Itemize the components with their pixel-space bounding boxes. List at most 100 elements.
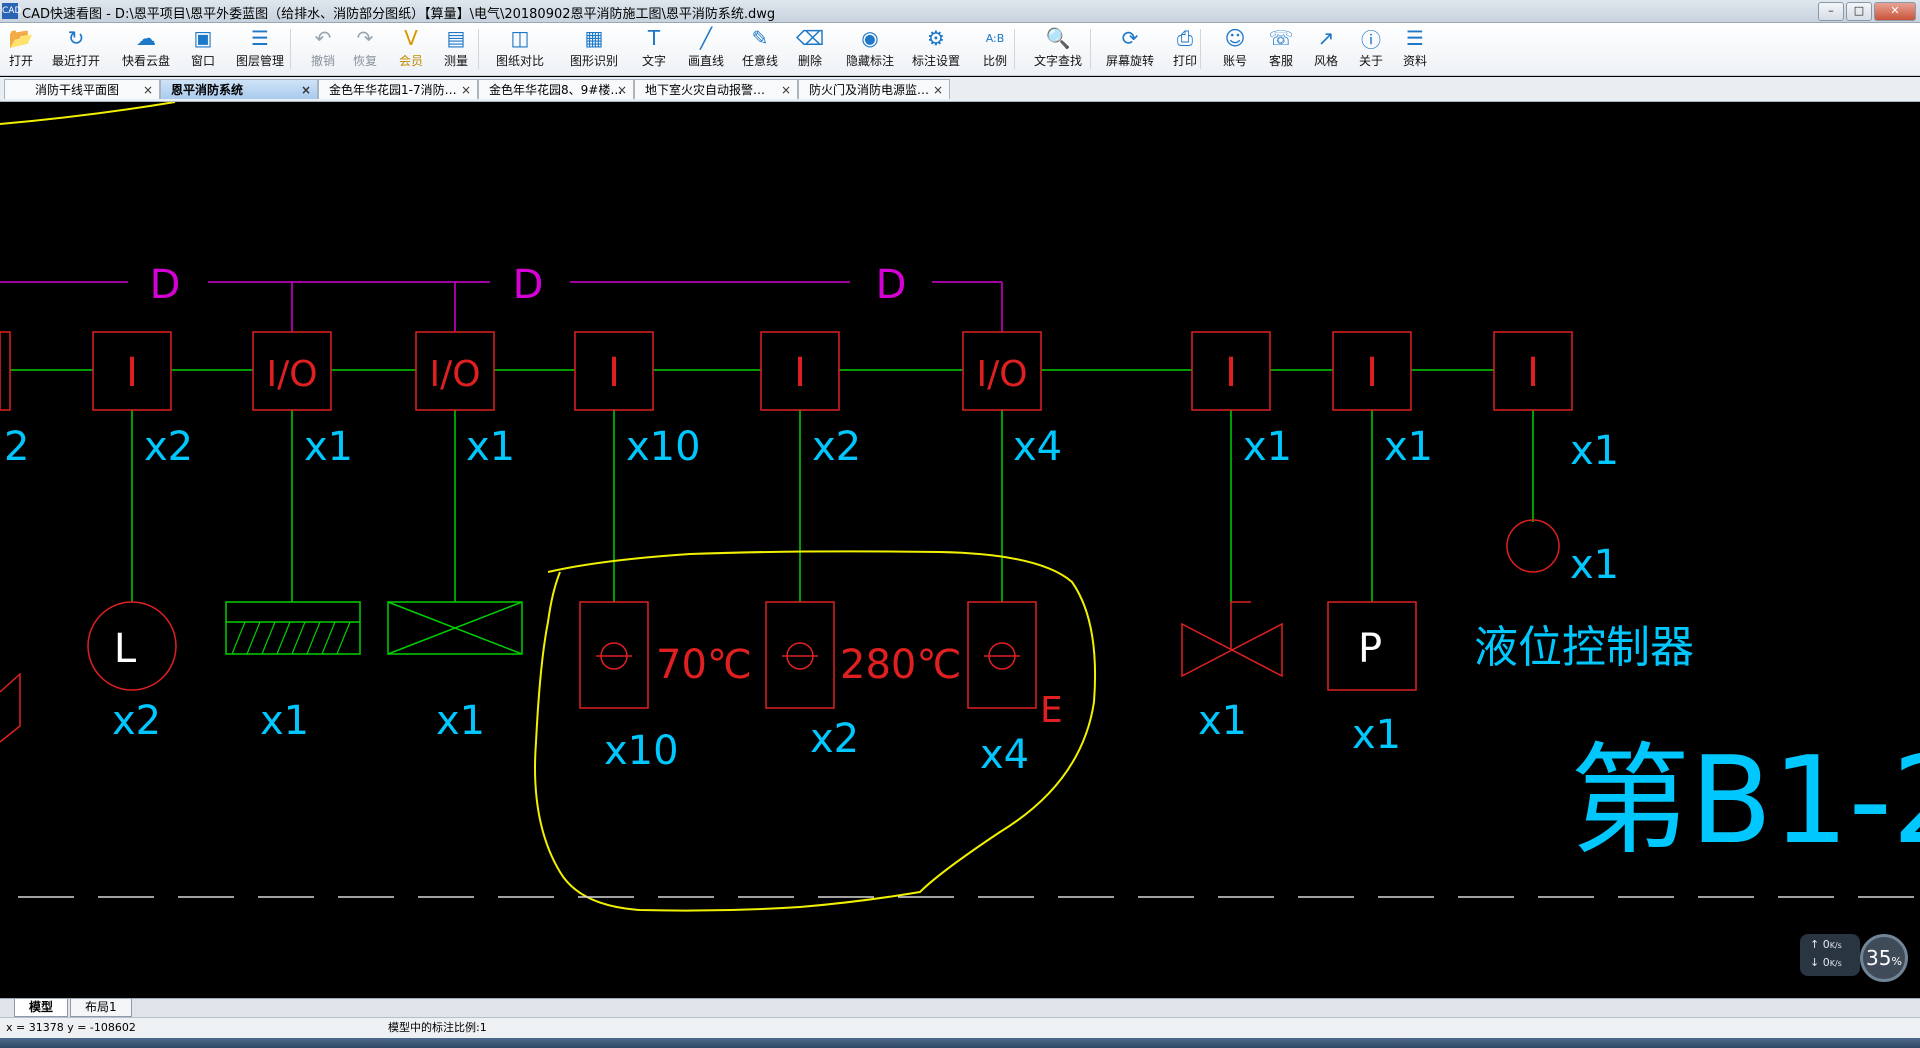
recent-button[interactable]: ↻最近打开 [52,26,100,72]
close-tab-icon[interactable]: × [780,83,791,97]
toolbar-label: 客服 [1268,54,1293,68]
qty-label: x1 [1384,424,1433,470]
eraser-icon: ⌫ [795,26,825,50]
redo-button[interactable]: ↷恢复 [352,26,378,72]
find-button[interactable]: 🔍文字查找 [1034,26,1082,72]
qty-label: x2 [810,716,859,762]
style-button[interactable]: ↗风格 [1313,26,1339,72]
close-button[interactable]: ✕ [1874,2,1916,21]
toolbar-separator [1014,29,1015,69]
qty-label: x4 [1013,424,1062,470]
open-button[interactable]: 📂打开 [8,26,34,72]
line-button[interactable]: ╱画直线 [688,26,724,72]
qty-label: x1 [304,424,353,470]
toolbar-label: 图层管理 [236,54,285,68]
hatched-panel [225,601,361,655]
rotate-button[interactable]: ⟳屏幕旋转 [1106,26,1154,72]
qty-label: x2 [112,698,161,744]
hide-button[interactable]: ◉隐藏标注 [846,26,894,72]
account-button[interactable]: ☺账号 [1222,26,1248,72]
window-controls: – □ ✕ [1818,2,1916,21]
module-label: I/O [976,354,1027,395]
annotation-scale: 模型中的标注比例:1 [388,1021,487,1034]
detectors [579,601,1037,709]
window-button[interactable]: ▣ 窗口 [190,26,216,72]
document-tab[interactable]: 消防干线平面图 × [4,79,160,99]
maximize-button[interactable]: □ [1846,2,1872,21]
qty-label: x2 [144,424,193,470]
document-tab[interactable]: 地下室火灾自动报警…× [634,79,798,99]
status-bar: x = 31378 y = -108602 模型中的标注比例:1 [0,1017,1920,1038]
net-speed-box: ↑ 0K/s ↓ 0K/s [1800,934,1860,976]
light-device-circle [87,601,177,691]
module-label: I/O [266,354,317,395]
toolbar-label: 文字 [641,54,666,68]
tab-label: 消防干线平面图 [35,83,120,97]
layout-tab-layout1[interactable]: 布局1 [70,999,132,1017]
scale-button[interactable]: A:B 比例 [982,26,1008,72]
recognize-button[interactable]: ▦图形识别 [570,26,618,72]
upper-quantities: 2 x2 x1 x1 x10 x2 x4 x1 x1 x1 [4,424,1619,474]
cursor-coordinates: x = 31378 y = -108602 [6,1021,136,1034]
freehand-button[interactable]: ✎任意线 [742,26,778,72]
qty-label: x1 [1352,712,1401,758]
qty-label: x10 [626,424,701,470]
yellow-markup-top [0,102,176,125]
print-button[interactable]: ⎙打印 [1172,26,1198,72]
network-speed-widget[interactable]: ↑ 0K/s ↓ 0K/s 35% [1800,934,1912,984]
layers-button[interactable]: ☰图层管理 [236,26,284,72]
e-mark: E [1040,690,1063,731]
zone-title: 第B1-2防 [1570,732,1920,871]
text-button[interactable]: T 文字 [641,26,667,72]
text-icon: T [647,26,661,50]
support-button[interactable]: ☏客服 [1268,26,1294,72]
compare-button[interactable]: ◫图纸对比 [496,26,544,72]
tab-label: 防火门及消防电源监… [809,83,930,97]
delete-button[interactable]: ⌫删除 [795,26,825,72]
toolbar-label: 快看云盘 [122,54,171,68]
toolbar-label: 标注设置 [912,54,961,68]
line-icon: ╱ [699,26,713,50]
qty-label: x1 [1243,424,1292,470]
document-tab[interactable]: 金色年华花园8、9#楼…× [478,79,634,99]
tab-label: 金色年华花园1-7消防… [329,83,457,97]
cloud-icon: ☁ [136,26,156,50]
document-tab[interactable]: 金色年华花园1-7消防…× [318,79,478,99]
drawing-canvas[interactable]: D D D I I/O I/O I I I/O I [0,102,1920,998]
scale-icon: A:B [985,31,1005,45]
window-title: CAD快速看图 - D:\恩平项目\恩平外委蓝图（给排水、消防部分图纸）【算量】… [22,7,776,22]
layout-tab-model[interactable]: 模型 [14,999,69,1017]
toolbar-label: 窗口 [190,54,215,68]
close-tab-icon[interactable]: × [460,83,471,97]
toolbar-label: 屏幕旋转 [1106,54,1155,68]
document-tab[interactable]: 恩平消防系统 × [160,79,318,99]
undo-button[interactable]: ↶撤销 [310,26,336,72]
signal-bus-lines [0,369,1572,602]
minimize-button[interactable]: – [1818,2,1844,21]
history-icon: ↻ [67,26,85,50]
style-icon: ↗ [1317,26,1335,50]
close-tab-icon[interactable]: × [142,83,153,97]
find-text-icon: 🔍 [1045,26,1071,50]
d-bus-lines [0,281,1003,332]
module-label: I [1225,350,1237,396]
annot-button[interactable]: ⚙标注设置 [912,26,960,72]
tab-label: 恩平消防系统 [171,83,244,97]
document-tab[interactable]: 防火门及消防电源监…× [798,79,950,99]
window-icon: ▣ [193,26,213,50]
module-label: I [1527,350,1539,396]
resources-button[interactable]: ☰资料 [1402,26,1428,72]
toolbar-label: 比例 [982,54,1007,68]
toolbar-separator [290,29,291,69]
close-tab-icon[interactable]: × [300,83,311,97]
module-label: I [126,350,138,396]
qty-label: x4 [980,732,1029,778]
close-tab-icon[interactable]: × [616,83,627,97]
close-tab-icon[interactable]: × [932,83,943,97]
measure-button[interactable]: ▤测量 [443,26,469,72]
cloud-button[interactable]: ☁ 快看云盘 [122,26,170,72]
toolbar-label: 打印 [1172,54,1197,68]
